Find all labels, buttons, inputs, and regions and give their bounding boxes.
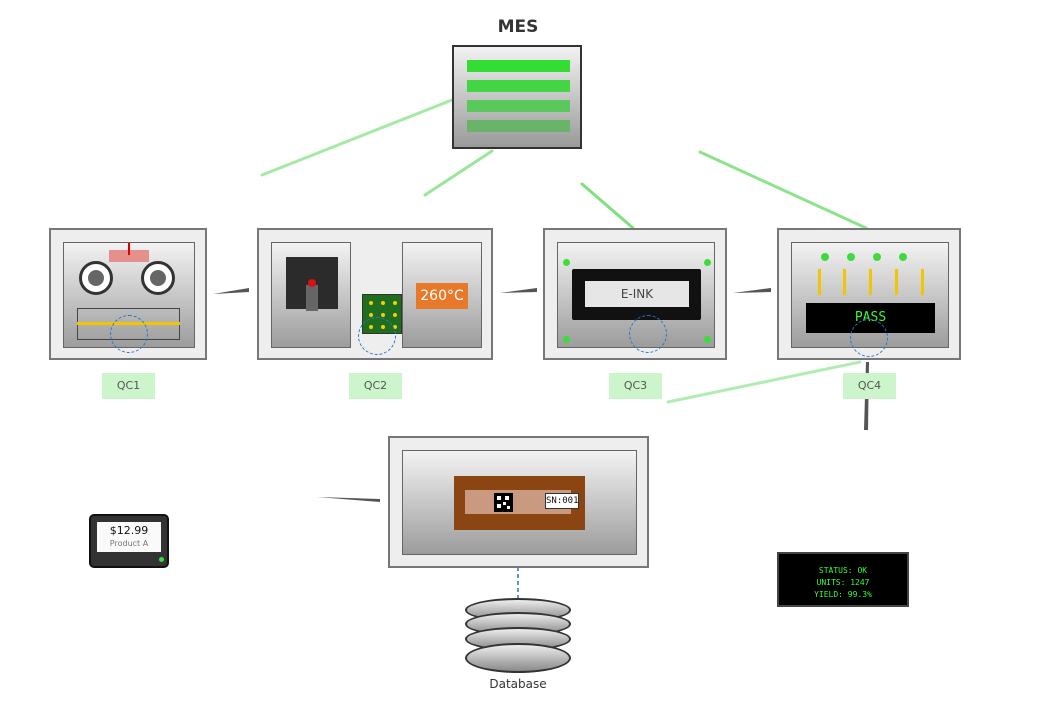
red-indicator-light [308, 279, 316, 287]
probe-led [873, 253, 881, 261]
packaging-station[interactable]: SN:001 [388, 436, 649, 568]
product-board: SN:001 [454, 476, 585, 530]
database-label: Database [489, 677, 547, 691]
status-text: STATUS: OK [818, 566, 868, 575]
solder-pad [393, 301, 397, 305]
yield-text: YIELD: 99.3% [814, 590, 872, 599]
price-tag-screen: $12.99 Product A [97, 522, 161, 552]
solder-pad [369, 313, 373, 317]
tape-reel [79, 261, 113, 295]
tape-reel [141, 261, 175, 295]
station-label-qc1: QC1 [102, 373, 155, 399]
status-led [563, 259, 570, 266]
test-probe [895, 269, 898, 295]
mes-status-bar [467, 80, 570, 92]
station-qc1-machine [63, 242, 195, 353]
inspection-spot [110, 315, 148, 353]
final-test-fixture: PASS [791, 242, 949, 357]
test-probe [869, 269, 872, 295]
status-led [563, 336, 570, 343]
status-panel: STATUS: OK UNITS: 1247 YIELD: 99.3% [777, 552, 909, 607]
status-led [704, 259, 711, 266]
solder-pad [369, 301, 373, 305]
qr-code-icon [494, 493, 513, 512]
qc4-link-line [666, 360, 862, 404]
probe-led [847, 253, 855, 261]
test-probe [843, 269, 846, 295]
units-text: UNITS: 1247 [816, 578, 870, 587]
probe-led [899, 253, 907, 261]
reflow-oven: 260°C [402, 242, 482, 348]
inspection-spot [358, 317, 396, 355]
inspection-spot [629, 315, 667, 353]
mes-link-line [698, 150, 868, 230]
mes-link-line [580, 182, 635, 230]
mes-server[interactable] [452, 45, 582, 149]
flow-arrow [733, 288, 771, 293]
price-tag-display[interactable]: $12.99 Product A [89, 514, 169, 568]
probe-led [821, 253, 829, 261]
status-led [704, 336, 711, 343]
station-qc4[interactable]: PASS [777, 228, 961, 360]
label-head [109, 250, 149, 262]
solder-pad [381, 313, 385, 317]
flow-arrow [500, 288, 537, 293]
station-label-qc3: QC3 [609, 373, 662, 399]
mes-status-bar [467, 100, 570, 112]
packaging-machine: SN:001 [402, 450, 637, 555]
solder-pad [393, 313, 397, 317]
station-qc1[interactable] [49, 228, 207, 360]
press-unit [271, 242, 351, 348]
station-label-qc4: QC4 [843, 373, 896, 399]
test-probe [818, 269, 821, 295]
flow-arrow [317, 497, 380, 502]
label-head-needle [128, 243, 130, 255]
temperature-display: 260°C [416, 283, 468, 309]
flow-arrow [213, 288, 249, 294]
mes-link-line [260, 98, 454, 177]
serial-number-label: SN:001 [545, 493, 579, 509]
display-tester: E-INK [557, 242, 715, 353]
eink-screen: E-INK [585, 281, 689, 307]
test-probe [921, 269, 924, 295]
database-disk [465, 643, 571, 673]
price-tag-led [159, 557, 164, 562]
solder-pad [381, 301, 385, 305]
mes-status-bar [467, 120, 570, 132]
mes-status-bar [467, 60, 570, 72]
product-name: Product A [109, 539, 149, 548]
mes-link-line [423, 149, 494, 197]
station-qc3[interactable]: E-INK [543, 228, 727, 360]
mes-title: MES [497, 17, 539, 37]
station-qc2[interactable]: 260°C [257, 228, 493, 360]
solder-pad [393, 325, 397, 329]
price-value: $12.99 [109, 524, 149, 537]
station-label-qc2: QC2 [349, 373, 402, 399]
inspection-spot [850, 319, 888, 357]
press-tool [306, 285, 318, 311]
